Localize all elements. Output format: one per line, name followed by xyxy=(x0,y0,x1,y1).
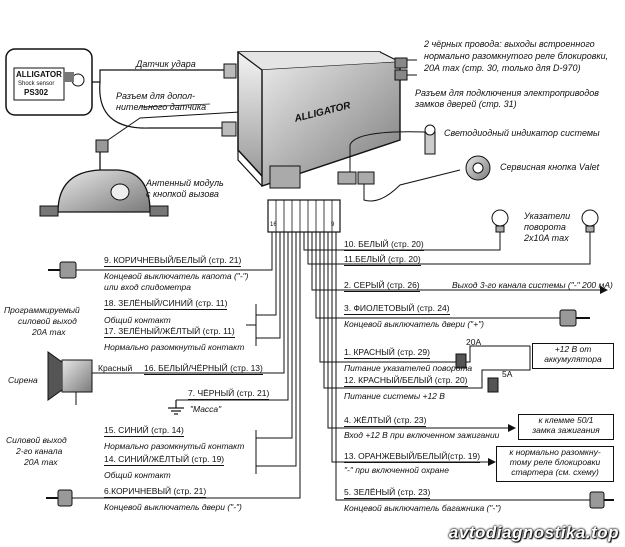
left-wire-9-desc-1: Концевой выключатель капота ("-") xyxy=(104,271,249,281)
right-wire-11-title: 11.БЕЛЫЙ (стр. 20) xyxy=(344,254,421,266)
extra-sensor-label-2: нительного датчика xyxy=(116,102,207,112)
right-wire-13-desc: "-" при включенной охране xyxy=(344,465,449,475)
left-wire-9-title: 9. КОРИЧНЕВЫЙ/БЕЛЫЙ (стр. 21) xyxy=(104,255,242,267)
battery-box: +12 В от аккумулятора xyxy=(532,343,614,369)
main-alarm-unit xyxy=(237,51,417,189)
shock-sensor-model: PS302 xyxy=(24,88,49,97)
watermark: avtodiagnostika.top xyxy=(448,523,619,542)
left-wire-18-title: 18. ЗЕЛЁНЫЙ/СИНИЙ (стр. 11) xyxy=(104,298,228,310)
battery-box-line-2: аккумулятора xyxy=(544,353,602,364)
relay-note-3: 20А max (стр. 30, только для D-970) xyxy=(424,63,581,73)
ignition-box-line-2: замка зажигания xyxy=(532,424,600,435)
right-wire-5-desc: Концевой выключатель багажника ("-") xyxy=(344,503,502,513)
turn-lamps-1: Указатели xyxy=(524,211,571,221)
left-wire-14-title: 14. СИНИЙ/ЖЁЛТЫЙ (стр. 19) xyxy=(104,454,225,466)
shock-sensor-sub: Shock sensor xyxy=(18,81,55,87)
right-wire-5-title: 5. ЗЕЛЁНЫЙ (стр. 23) xyxy=(344,487,431,499)
left-wire-15-title: 15. СИНИЙ (стр. 14) xyxy=(104,425,184,437)
right-wire-2-desc: Выход 3-го канала системы ("-" 200 мА) xyxy=(452,280,613,290)
right-wire-4-title: 4. ЖЁЛТЫЙ (стр. 23) xyxy=(344,415,427,427)
right-wire-12-desc: Питание системы +12 В xyxy=(344,391,445,401)
connector-pin-right: 9 xyxy=(331,222,335,228)
fuse-5a-label: 5A xyxy=(502,369,513,379)
left-wire-16-title: 16. БЕЛЫЙ/ЧЁРНЫЙ (стр. 13) xyxy=(144,363,263,375)
right-wire-4-desc: Вход +12 В при включенном зажигании xyxy=(344,430,500,440)
ch2-label-1: Силовой выход xyxy=(6,435,67,445)
left-wire-17-desc: Нормально разомкнутый контакт xyxy=(104,342,245,352)
relay-note-2: нормально разомкнутого реле блокировки, xyxy=(424,51,609,61)
fuse-20a-label: 20A xyxy=(466,337,482,347)
right-wire-3-desc: Концевой выключатель двери ("+") xyxy=(344,319,485,329)
battery-box-line-1: +12 В от xyxy=(554,344,592,354)
valet-note: Сервисная кнопка Valet xyxy=(500,162,600,172)
ch1-label-1: Программируемый xyxy=(4,305,80,315)
turn-lamps-2: поворота xyxy=(524,222,566,232)
left-wire-18-desc: Общий контакт xyxy=(104,315,171,325)
left-wire-7-desc: "Масса" xyxy=(190,404,222,414)
right-wire-13-title: 13. ОРАНЖЕВЫЙ/БЕЛЫЙ(стр. 19) xyxy=(344,451,481,463)
ch1-label-2: силовой выход xyxy=(18,316,77,326)
antenna-label-1: Антенный модуль xyxy=(146,178,224,188)
right-wire-1-desc: Питание указателей поворота xyxy=(344,363,473,373)
left-wire-6-desc: Концевой выключатель двери ("-") xyxy=(104,502,242,512)
ignition-box-line-1: к клемме 50/1 xyxy=(538,415,594,425)
left-wire-15-desc: Нормально разомкнутый контакт xyxy=(104,441,245,451)
connector-pin-left: 16 xyxy=(270,222,277,228)
left-wire-17-title: 17. ЗЕЛЁНЫЙ/ЖЁЛТЫЙ (стр. 11) xyxy=(104,326,235,338)
turn-lamps-3: 2x10A max xyxy=(524,233,569,243)
antenna-label-2: с кнопкой вызова xyxy=(146,189,219,199)
starter-relay-box: к нормально разомкну- тому реле блокиров… xyxy=(496,446,614,482)
antenna-module xyxy=(39,111,241,217)
left-wire-7-title: 7. ЧЁРНЫЙ (стр. 21) xyxy=(188,388,270,400)
ch1-label-3: 20А max xyxy=(32,327,66,337)
ch2-label-3: 20А max xyxy=(24,457,58,467)
shock-sensor-label: Датчик удара xyxy=(136,59,196,69)
starter-relay-line-2: тому реле блокировки xyxy=(509,456,601,467)
siren-label: Сирена xyxy=(8,375,38,385)
right-wire-1-title: 1. КРАСНЫЙ (стр. 29) xyxy=(344,347,430,359)
extra-sensor-label-1: Разъем для допол- xyxy=(116,91,196,101)
right-wire-12-title: 12. КРАСНЫЙ/БЕЛЫЙ (стр. 20) xyxy=(344,375,468,387)
left-wire-14-desc: Общий контакт xyxy=(104,470,171,480)
starter-relay-line-3: стартера (см. схему) xyxy=(511,466,599,477)
shock-sensor-brand: ALLIGATOR xyxy=(16,70,62,79)
right-wire-10-title: 10. БЕЛЫЙ (стр. 20) xyxy=(344,239,424,251)
siren-drawing xyxy=(47,351,93,405)
lock-connector-note-1: Разъем для подключения электроприводов xyxy=(415,88,599,98)
siren-wire-label: Красный xyxy=(98,363,133,373)
led-note: Светодиодный индикатор системы xyxy=(444,128,600,138)
relay-note-1: 2 чёрных провода: выходы встроенного xyxy=(424,39,595,49)
right-wire-3-title: 3. ФИОЛЕТОВЫЙ (стр. 24) xyxy=(344,303,450,315)
left-wire-9-desc-2: или вход спидометра xyxy=(104,282,191,292)
left-wire-6-title: 6.КОРИЧНЕВЫЙ (стр. 21) xyxy=(104,486,207,498)
starter-relay-line-1: к нормально разомкну- xyxy=(509,447,601,457)
right-wire-2-title: 2. СЕРЫЙ (стр. 26) xyxy=(344,280,420,292)
ignition-box: к клемме 50/1 замка зажигания xyxy=(518,414,614,440)
lock-connector-note-2: замков дверей (стр. 31) xyxy=(415,99,517,109)
ch2-label-2: 2-го канала xyxy=(16,446,63,456)
shock-sensor-module xyxy=(5,48,224,116)
